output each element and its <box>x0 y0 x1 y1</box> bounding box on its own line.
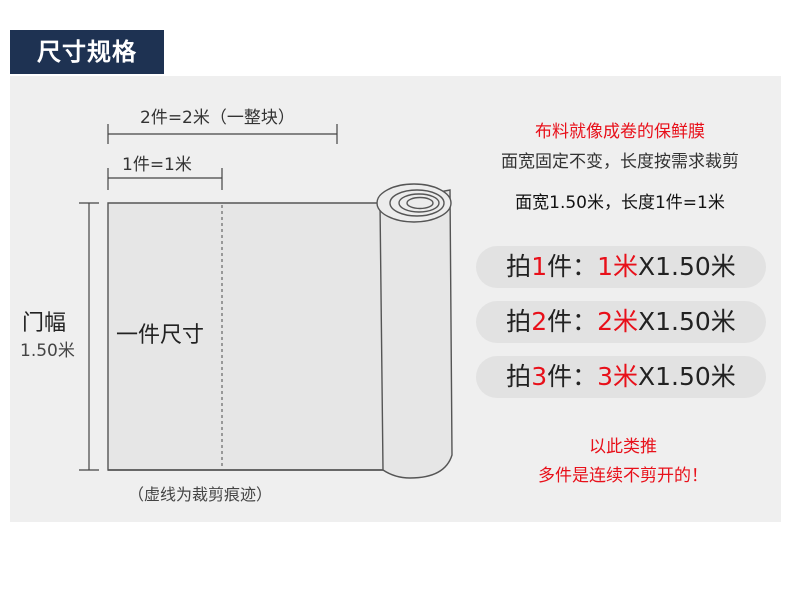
fabric-roll-body <box>379 189 453 479</box>
option-prefix: 拍 <box>506 362 532 391</box>
single-dimension-line <box>107 168 223 190</box>
note-fabric-like-wrap: 布料就像成卷的保鲜膜 <box>535 122 705 142</box>
option-suffix: X1.50米 <box>638 362 736 391</box>
roll-end-icon <box>376 183 452 223</box>
cut-line-note: （虚线为裁剪痕迹） <box>128 485 273 504</box>
option-mid: 件： <box>547 362 598 391</box>
option-pill-3: 拍3件：3米X1.50米 <box>476 356 766 398</box>
option-suffix: X1.50米 <box>638 307 736 336</box>
option-qty: 1 <box>531 252 548 281</box>
option-qty: 3 <box>531 362 548 391</box>
option-mid: 件： <box>547 252 598 281</box>
side-width-value: 1.50米 <box>20 341 75 361</box>
option-prefix: 拍 <box>506 307 532 336</box>
side-width-label: 门幅 <box>22 311 67 336</box>
top-span-label: 2件=2米（一整块） <box>140 108 295 128</box>
option-suffix: X1.50米 <box>638 252 736 281</box>
option-length: 2米 <box>597 307 639 336</box>
option-mid: 件： <box>547 307 598 336</box>
footer-and-so-on: 以此类推 <box>589 437 657 457</box>
note-width-length: 面宽1.50米，长度1件=1米 <box>515 193 725 213</box>
option-pill-2: 拍2件：2米X1.50米 <box>476 301 766 343</box>
footer-continuous-uncut: 多件是连续不剪开的！ <box>538 466 708 486</box>
option-pill-1: 拍1件：1米X1.50米 <box>476 246 766 288</box>
option-prefix: 拍 <box>506 252 532 281</box>
option-length: 1米 <box>597 252 639 281</box>
single-span-label: 1件=1米 <box>122 155 192 175</box>
section-title: 尺寸规格 <box>10 30 164 74</box>
note-width-fixed: 面宽固定不变，长度按需求裁剪 <box>501 152 739 172</box>
width-dimension-line <box>79 202 99 471</box>
option-qty: 2 <box>531 307 548 336</box>
top-dimension-line <box>107 124 338 144</box>
one-piece-size-label: 一件尺寸 <box>116 323 205 348</box>
option-length: 3米 <box>597 362 639 391</box>
